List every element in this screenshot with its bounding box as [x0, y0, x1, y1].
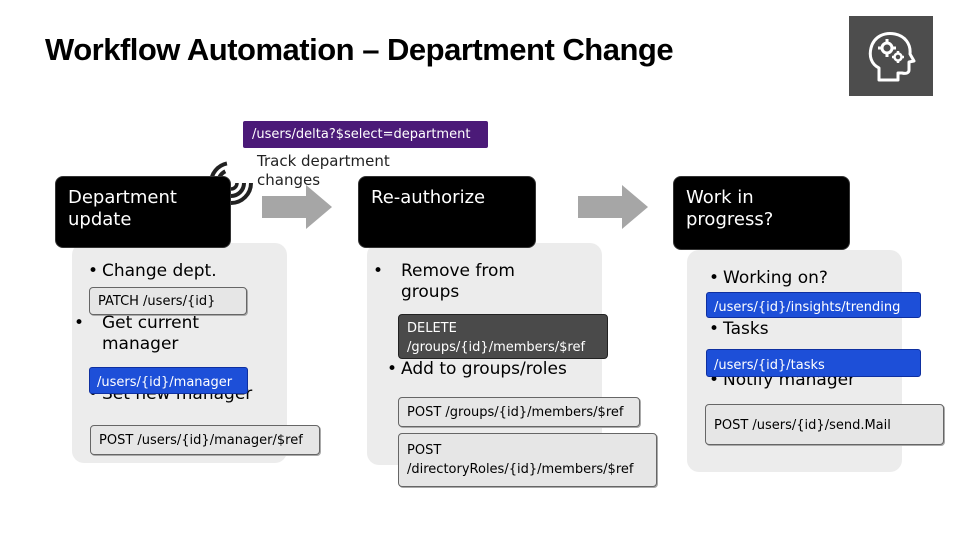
flow-arrow: [578, 185, 648, 233]
api-call-chip: POST /directoryRoles/{id}/members/$ref: [398, 433, 657, 487]
column-header: Department update: [55, 176, 231, 248]
bullet-item: •Tasks: [709, 319, 769, 339]
column-header: Work in progress?: [673, 176, 850, 250]
delta-endpoint-label: /users/delta?$select=department: [243, 121, 488, 148]
flow-arrow: [262, 185, 332, 233]
api-call-chip: /users/{id}/tasks: [706, 349, 921, 377]
column-header: Re-authorize: [358, 176, 536, 248]
bullet-item: •Remove from groups: [373, 261, 515, 302]
api-call-chip: POST /users/{id}/manager/$ref: [90, 425, 320, 455]
api-call-chip: DELETE /groups/{id}/members/$ref: [398, 314, 608, 359]
bullet-item: •Get current manager: [74, 313, 200, 354]
api-call-chip: POST /users/{id}/send.Mail: [705, 404, 944, 445]
api-call-chip: /users/{id}/insights/trending: [706, 292, 921, 318]
track-changes-label: Track department changes: [257, 152, 390, 189]
api-call-chip: PATCH /users/{id}: [89, 287, 247, 315]
api-call-chip: POST /groups/{id}/members/$ref: [398, 397, 640, 427]
page-title: Workflow Automation – Department Change: [45, 32, 674, 67]
bullet-item: •Change dept.: [88, 261, 217, 281]
bullet-item: •Working on?: [709, 268, 828, 288]
head-gears-icon: [849, 16, 933, 96]
bullet-item: •Add to groups/roles: [387, 359, 567, 379]
api-call-chip: /users/{id}/manager: [89, 367, 248, 394]
